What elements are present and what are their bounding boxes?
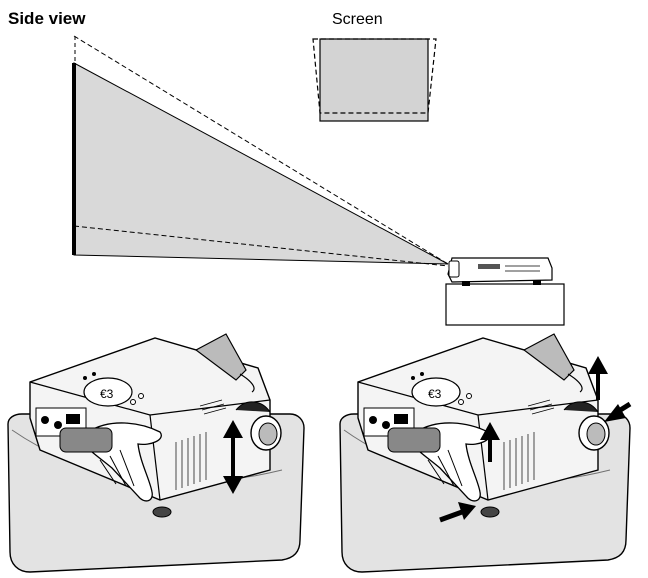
svg-text:€3: €3 — [428, 387, 442, 401]
projector-on-table — [445, 257, 565, 326]
wall-screen-edge — [72, 63, 76, 255]
screen-keystone-dashed — [312, 38, 437, 114]
arrow-diagonal-icon — [439, 502, 476, 523]
projection-dashed-top — [73, 35, 449, 265]
hand-icon — [387, 422, 490, 502]
screen-label: Screen — [332, 11, 383, 28]
screen-keystone-illustration — [312, 38, 437, 122]
projector-icon — [447, 257, 553, 286]
svg-text:€3: €3 — [100, 387, 114, 401]
arrow-diagonal-icon — [604, 401, 632, 422]
arrow-up-icon — [588, 356, 608, 400]
arrow-up-icon — [480, 422, 500, 462]
height-adjust-illustration-left: €3 — [7, 333, 305, 573]
projection-dashed-bottom — [73, 225, 449, 267]
double-arrow-icon — [223, 420, 243, 494]
side-view-projection — [72, 35, 449, 267]
side-view-label: Side view — [8, 9, 86, 28]
hand-icon — [59, 422, 162, 502]
table-box — [445, 283, 565, 326]
screen-rectangle — [319, 38, 429, 122]
tilt-adjust-illustration-right: €3 — [339, 333, 632, 573]
